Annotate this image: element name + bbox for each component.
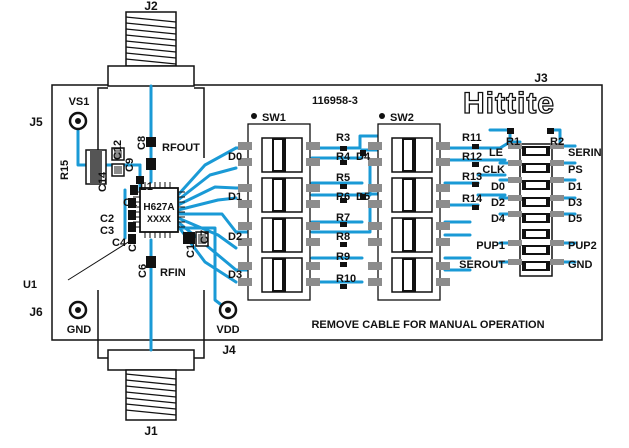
label-r8: R8	[336, 231, 350, 243]
label-j3-d4: D4	[491, 213, 506, 225]
label-j4: J4	[222, 343, 236, 357]
label-l1: L1	[140, 181, 153, 193]
label-j3-le: LE	[489, 147, 503, 159]
label-j3-clk: CLK	[482, 164, 505, 176]
label-j3-d0: D0	[491, 181, 505, 193]
resistor-pads	[340, 128, 554, 289]
label-sw1-d3: D3	[228, 269, 242, 281]
label-rfin: RFIN	[160, 267, 186, 279]
label-r1: R1	[506, 136, 520, 148]
label-c9: C9	[124, 158, 136, 172]
label-j3-gnd: GND	[568, 259, 593, 271]
sw2-dip-switch	[368, 113, 450, 301]
label-gnd: GND	[67, 324, 92, 336]
label-rfout: RFOUT	[162, 142, 200, 154]
label-sw1-d2: D2	[228, 231, 242, 243]
chip-marking-line2: XXXX	[147, 214, 171, 224]
label-vs1: VS1	[69, 96, 90, 108]
label-r6: R6	[336, 191, 350, 203]
label-sw1-d0: D0	[228, 151, 242, 163]
smd-components	[85, 137, 209, 268]
label-j3-d5: D5	[568, 213, 582, 225]
label-c3: C3	[100, 225, 114, 237]
instruction-text: REMOVE CABLE FOR MANUAL OPERATION	[311, 319, 544, 331]
j1-sma-connector	[97, 290, 205, 421]
label-c6: C6	[137, 264, 149, 278]
label-r11: R11	[462, 132, 482, 144]
label-j3-ps: PS	[568, 164, 583, 176]
label-j2: J2	[144, 0, 158, 13]
label-c14: C14	[97, 171, 109, 192]
chip-marking-line1: H627A	[143, 202, 174, 213]
label-sw2-d5: D5	[356, 191, 370, 203]
label-c12: C12	[112, 140, 124, 160]
label-c7: C7	[199, 230, 211, 244]
label-r7: R7	[336, 212, 350, 224]
label-sw2-d4: D4	[356, 151, 371, 163]
j2-sma-connector	[97, 11, 205, 158]
label-c11: C11	[185, 238, 197, 258]
label-c2: C2	[100, 213, 114, 225]
label-j3-d3: D3	[568, 197, 582, 209]
label-u1: U1	[23, 279, 37, 291]
label-r3: R3	[336, 132, 350, 144]
logo-text: Hittite	[463, 87, 555, 120]
label-r15: R15	[59, 160, 71, 180]
label-sw1: SW1	[262, 112, 286, 124]
label-j3-d1: D1	[568, 181, 582, 193]
part-number: 116958-3	[312, 95, 358, 107]
label-r2: R2	[550, 136, 564, 148]
label-j3-pup1: PUP1	[476, 240, 505, 252]
label-r10: R10	[336, 273, 356, 285]
label-c8: C8	[136, 136, 148, 150]
u1-leader-line	[67, 240, 131, 281]
label-c5: C5	[127, 238, 139, 252]
label-j3-pup2: PUP2	[568, 240, 597, 252]
label-vdd: VDD	[216, 324, 239, 336]
label-j1: J1	[144, 424, 158, 438]
label-j5: J5	[29, 115, 43, 129]
label-j6: J6	[29, 305, 43, 319]
hittite-logo: Hittite	[462, 86, 555, 120]
label-j3-serout: SEROUT	[459, 259, 505, 271]
label-r12: R12	[462, 151, 482, 163]
label-r5: R5	[336, 172, 350, 184]
label-r13: R13	[462, 171, 482, 183]
label-sw1-d1: D1	[228, 191, 242, 203]
label-j3-d2: D2	[491, 197, 505, 209]
label-r9: R9	[336, 251, 350, 263]
sw1-dip-switch	[238, 113, 320, 301]
j3-header	[508, 143, 564, 277]
label-c1: C1	[123, 197, 137, 209]
label-r4: R4	[336, 151, 351, 163]
label-sw2: SW2	[390, 112, 414, 124]
test-points	[68, 111, 238, 320]
label-r14: R14	[462, 193, 483, 205]
u1-chip: H627A XXXX	[133, 182, 185, 238]
label-c4: C4	[112, 237, 127, 249]
label-j3-serin: SERIN	[568, 147, 602, 159]
label-j3: J3	[534, 71, 548, 85]
